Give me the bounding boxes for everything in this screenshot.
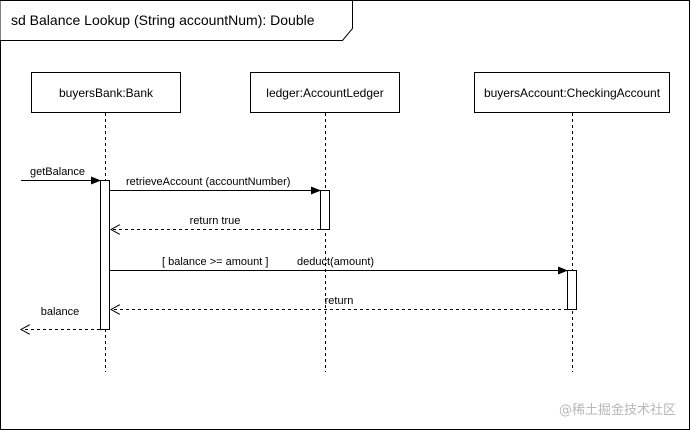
message-return-label: return <box>325 295 354 307</box>
message-get-balance-label: getBalance <box>30 166 85 178</box>
participant-bank-box <box>31 72 181 113</box>
activation-bank <box>100 180 110 330</box>
watermark: @稀土掘金技术社区 <box>559 402 676 418</box>
message-balance-label: balance <box>41 306 80 318</box>
participant-bank-label: buyersBank:Bank <box>59 86 154 100</box>
participant-account-label: buyersAccount:CheckingAccount <box>484 86 661 100</box>
frame-title: sd Balance Lookup (String accountNum): D… <box>11 12 315 28</box>
message-deduct-label: deduct(amount) <box>297 256 374 268</box>
participant-ledger-label: ledger:AccountLedger <box>266 86 383 100</box>
participant-account-box <box>474 72 670 113</box>
activation-ledger <box>320 190 330 230</box>
message-deduct-guard: [ balance >= amount ] <box>162 256 268 268</box>
frame-title-tab <box>0 0 353 41</box>
participant-ledger-box <box>250 72 400 113</box>
message-return-true-label: return true <box>190 215 241 227</box>
message-retrieve-account-label: retrieveAccount (accountNumber) <box>126 176 290 188</box>
activation-account <box>567 270 577 310</box>
